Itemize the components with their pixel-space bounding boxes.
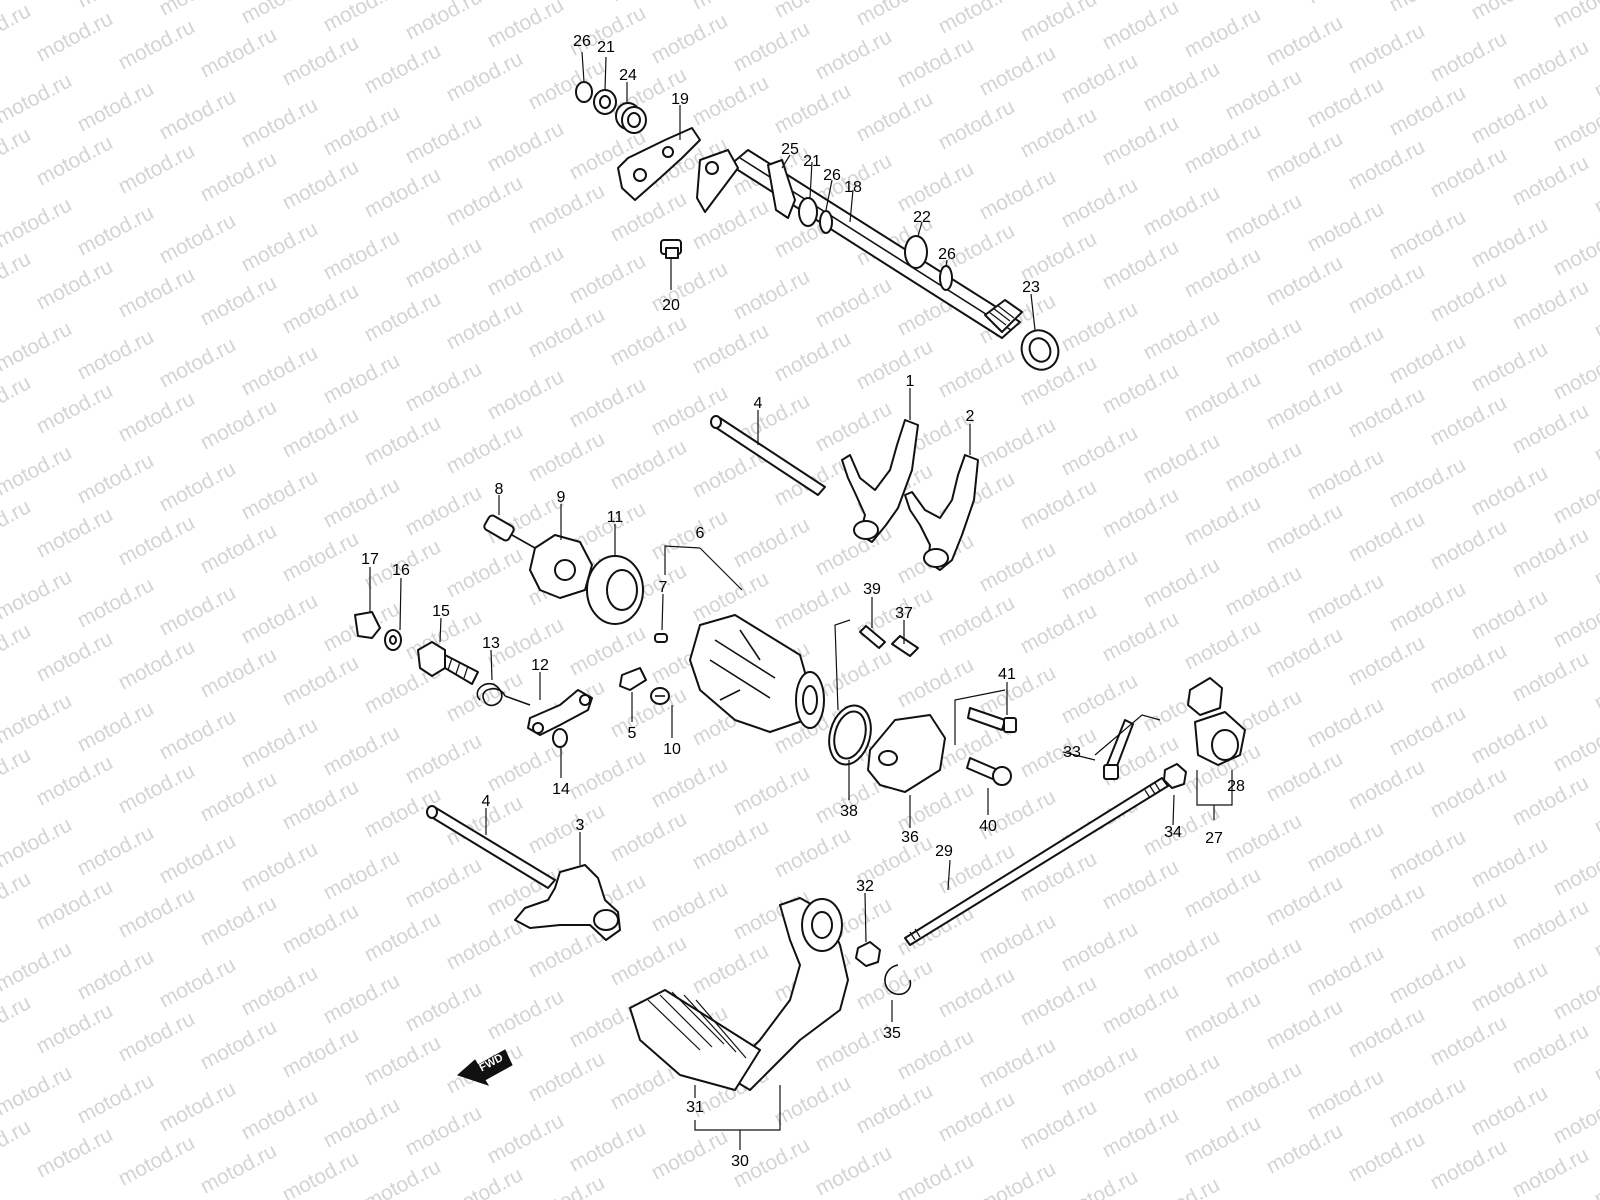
callout-5: 5 xyxy=(628,725,637,742)
callout-38: 38 xyxy=(840,803,858,820)
bolt-40 xyxy=(966,757,1012,786)
bolt-41 xyxy=(967,707,1017,733)
callout-25: 25 xyxy=(781,141,799,158)
callout-17: 17 xyxy=(361,551,379,568)
callout-39: 39 xyxy=(863,581,881,598)
callout-13: 13 xyxy=(482,635,500,652)
gearshift-cam-6 xyxy=(689,614,825,733)
fwd-arrow-icon: FWD xyxy=(457,1049,513,1086)
shift-link-rod-29 xyxy=(904,777,1169,946)
joint-28 xyxy=(1187,677,1246,766)
shift-fork-1 xyxy=(841,419,919,543)
callout-9: 9 xyxy=(557,489,566,506)
callout-23: 23 xyxy=(1022,279,1040,296)
callout-21-mid: 21 xyxy=(803,153,821,170)
callout-21-top: 21 xyxy=(597,39,615,56)
bolt-20 xyxy=(660,239,682,259)
callout-12: 12 xyxy=(531,657,549,674)
callout-2: 2 xyxy=(966,408,975,425)
washer-16 xyxy=(384,629,402,651)
washer-14 xyxy=(552,728,568,748)
fork-shaft-4-upper xyxy=(710,415,826,496)
callout-35: 35 xyxy=(883,1025,901,1042)
callout-4-upper: 4 xyxy=(754,395,763,412)
callout-33: 33 xyxy=(1063,744,1081,761)
callout-6: 6 xyxy=(696,525,705,542)
washer-21-top xyxy=(593,89,617,115)
callout-14: 14 xyxy=(552,781,570,798)
callout-32: 32 xyxy=(856,878,874,895)
spring-24-top xyxy=(615,102,647,134)
callout-3: 3 xyxy=(576,817,585,834)
nut-32 xyxy=(855,941,881,967)
bolt-15 xyxy=(417,641,479,685)
callout-10: 10 xyxy=(663,741,681,758)
plate-5 xyxy=(619,667,647,691)
shift-pedal-30 xyxy=(724,897,849,1091)
callout-34: 34 xyxy=(1164,824,1182,841)
callout-16: 16 xyxy=(392,562,410,579)
cam-stopper-12 xyxy=(527,689,593,736)
pin-39 xyxy=(859,625,886,649)
callout-7: 7 xyxy=(659,579,668,596)
spring-13 xyxy=(476,683,531,707)
callout-24: 24 xyxy=(619,67,637,84)
callout-31: 31 xyxy=(686,1099,704,1116)
shift-fork-3 xyxy=(514,864,621,941)
callout-41: 41 xyxy=(998,666,1016,683)
gearshift-shaft xyxy=(696,149,1023,339)
callout-18: 18 xyxy=(844,179,862,196)
callout-15: 15 xyxy=(432,603,450,620)
pin-37 xyxy=(891,635,919,657)
shift-arm-plate-19 xyxy=(617,127,701,201)
callout-30: 30 xyxy=(731,1153,749,1170)
fork-shaft-4-lower xyxy=(426,805,556,889)
cam-stopper-plate-9 xyxy=(529,534,593,599)
callout-40: 40 xyxy=(979,818,997,835)
callout-11: 11 xyxy=(607,509,624,526)
callouts: 26 21 24 19 20 25 21 26 18 22 26 23 1 2 … xyxy=(361,33,1245,1170)
circlip-35 xyxy=(884,964,912,996)
callout-28: 28 xyxy=(1227,778,1245,795)
washer-17 xyxy=(354,611,381,639)
callout-20: 20 xyxy=(662,297,680,314)
pedal-rubber-31 xyxy=(629,989,761,1091)
callout-27: 27 xyxy=(1205,830,1223,847)
pin-7 xyxy=(654,633,668,643)
shift-fork-2 xyxy=(904,454,979,571)
screw-10 xyxy=(650,687,670,705)
callout-37: 37 xyxy=(895,605,913,622)
nut-34 xyxy=(1163,763,1187,789)
snap-ring-26-top xyxy=(575,81,593,103)
pin-8 xyxy=(483,514,536,549)
leader-lines xyxy=(369,51,1233,1150)
callout-26-top: 26 xyxy=(573,33,591,50)
callout-19: 19 xyxy=(671,91,689,108)
callout-1: 1 xyxy=(906,373,915,390)
callout-22: 22 xyxy=(913,209,931,226)
callout-29: 29 xyxy=(935,843,953,860)
callout-26-right: 26 xyxy=(938,246,956,263)
bolt-33 xyxy=(1103,719,1134,780)
o-ring-38 xyxy=(828,704,872,766)
callout-26-mid: 26 xyxy=(823,167,841,184)
callout-4-lower: 4 xyxy=(482,793,491,810)
callout-8: 8 xyxy=(495,481,504,498)
oil-seal-23 xyxy=(1020,329,1060,371)
callout-36: 36 xyxy=(901,829,919,846)
cover-36 xyxy=(867,714,946,793)
bearing-11 xyxy=(586,555,644,625)
